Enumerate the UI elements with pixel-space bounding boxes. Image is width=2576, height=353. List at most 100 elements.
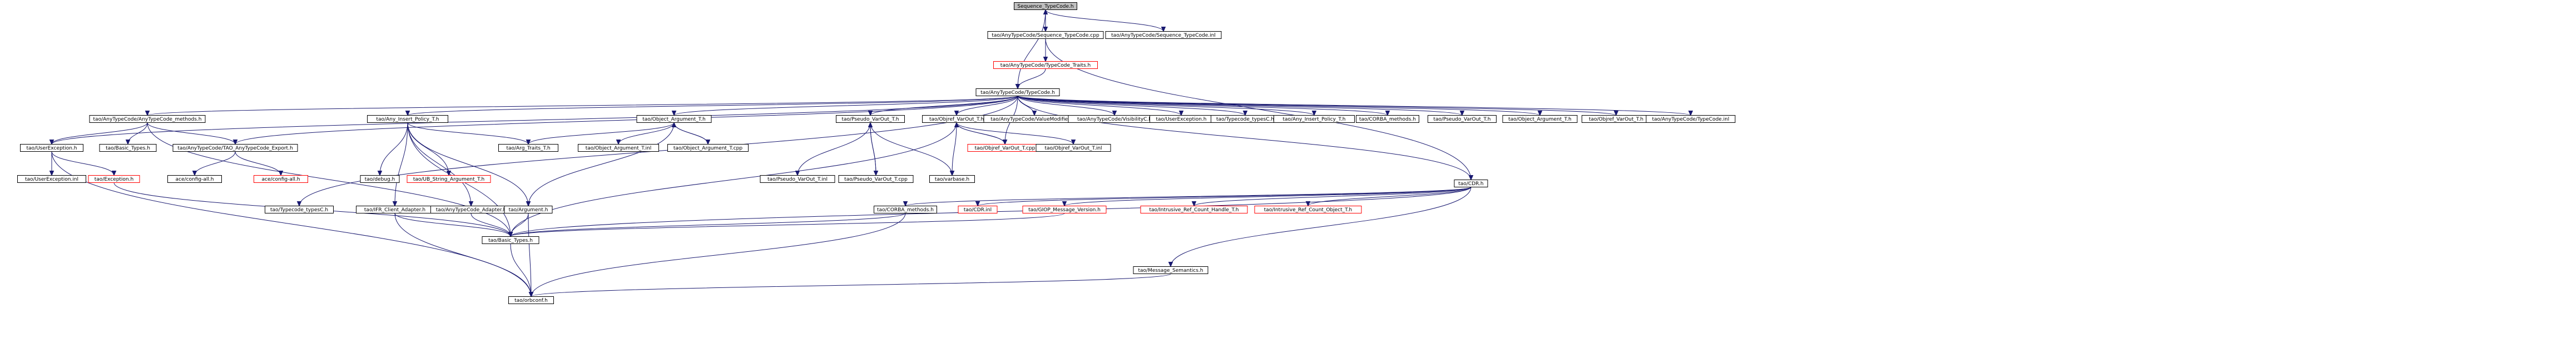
edge-arrowhead: [868, 111, 873, 116]
node-label: tao/Object_Argument_T.h: [642, 117, 706, 122]
node-tao-object-argument-t-cpp[interactable]: tao/Object_Argument_T.cpp: [667, 144, 749, 152]
node-tao-pseudo-varout-t-cpp[interactable]: tao/Pseudo_VarOut_T.cpp: [838, 175, 914, 183]
node-tao-anytypecode-visibilityc-h[interactable]: tao/AnyTypeCode/VisibilityC.h: [1068, 115, 1161, 123]
edge-pvo_h-to-varbase: [870, 122, 953, 176]
edge-tc_h-to-corbam1: [1017, 96, 1388, 116]
node-tao-ub-string-argument-t-h[interactable]: tao/UB_String_Argument_T.h: [407, 175, 491, 183]
node-tao-message-semantics-h[interactable]: tao/Message_Semantics.h: [1133, 266, 1208, 274]
node-tao-userexception-inl[interactable]: tao/UserException.inl: [17, 175, 86, 183]
node-box: [360, 175, 400, 183]
node-tao-anytypecode-tao-anytypecode-export-h[interactable]: tao/AnyTypeCode/TAO_AnyTypeCode_Export.h: [172, 144, 298, 152]
node-tao-basic-types-h[interactable]: tao/Basic_Types.h: [99, 144, 157, 152]
node-tao-anytypecode-typecode-inl[interactable]: tao/AnyTypeCode/TypeCode.inl: [1646, 115, 1736, 123]
node-label: tao/Pseudo_VarOut_T.inl: [767, 177, 828, 182]
edge-aip_h-to-argument: [407, 122, 529, 206]
edge-arrowhead: [1043, 57, 1048, 62]
edge-tc_h-to-tc_inl: [1017, 96, 1691, 116]
node-label: tao/CORBA_methods.h: [877, 207, 934, 213]
node-box: [167, 175, 222, 183]
node-ace-config-all-h[interactable]: ace/config-all.h: [167, 175, 222, 183]
edge-arrowhead: [1468, 175, 1474, 181]
edge-seq_h-to-seq_inl: [1045, 9, 1164, 32]
node-box: [1133, 266, 1208, 274]
node-label: tao/AnyTypeCode/Sequence_TypeCode.inl: [1111, 33, 1216, 38]
edge-arrowhead: [1305, 201, 1311, 207]
node-tao-anytypecode-typecode-traits-h[interactable]: tao/AnyTypeCode/TypeCode_Traits.h: [993, 61, 1098, 69]
node-tao-varbase-h[interactable]: tao/varbase.h: [929, 175, 975, 183]
node-tao-argument-h[interactable]: tao/Argument.h: [504, 206, 553, 213]
node-tao-corba-methods-h[interactable]: tao/CORBA_methods.h: [874, 206, 937, 213]
node-tao-orbconf-h[interactable]: tao/orbconf.h: [508, 296, 554, 304]
edge-cdr_h-to-irco: [1307, 187, 1472, 206]
node-tao-objref-varout-t-h[interactable]: tao/Objref_VarOut_T.h: [1582, 115, 1651, 123]
node-tao-any-insert-policy-t-h[interactable]: tao/Any_Insert_Policy_T.h: [1274, 115, 1355, 123]
edge-arrowhead: [125, 140, 131, 145]
node-tao-objref-varout-t-h[interactable]: tao/Objref_VarOut_T.h: [922, 115, 991, 123]
node-tao-anytypecode-sequence-typecode-inl[interactable]: tao/AnyTypeCode/Sequence_TypeCode.inl: [1105, 31, 1222, 39]
node-label: tao/CDR.h: [1458, 181, 1483, 187]
edge-arrowhead: [1537, 111, 1543, 116]
edge-arrowhead: [49, 171, 55, 176]
node-tao-corba-methods-h[interactable]: tao/CORBA_methods.h: [1356, 115, 1419, 123]
node-tao-intrusive-ref-count-handle-t-h[interactable]: tao/Intrusive_Ref_Count_Handle_T.h: [1140, 206, 1248, 213]
node-tao-cdr-h[interactable]: tao/CDR.h: [1454, 180, 1488, 187]
node-box: [1646, 115, 1736, 123]
node-tao-userexception-h[interactable]: tao/UserException.h: [20, 144, 83, 152]
edge-export-to-acecfg1: [194, 151, 236, 176]
node-tao-objref-varout-t-cpp[interactable]: tao/Objref_VarOut_T.cpp: [967, 144, 1043, 152]
node-box: [1140, 206, 1248, 213]
node-tao-object-argument-t-h[interactable]: tao/Object_Argument_T.h: [636, 115, 712, 123]
node-tao-arg-traits-t-h[interactable]: tao/Arg_Traits_T.h: [498, 144, 558, 152]
edge-msgsem-to-orbconf: [531, 274, 1171, 297]
edge-arrowhead: [1062, 201, 1067, 207]
node-tao-anytypecode-adapter-h[interactable]: tao/AnyTypeCode_Adapter.h: [430, 206, 512, 213]
edge-arrowhead: [49, 140, 55, 145]
node-box: [504, 206, 553, 213]
node-label: tao/Basic_Types.h: [488, 238, 533, 243]
node-tao-anytypecode-typecode-h[interactable]: tao/AnyTypeCode/TypeCode.h: [975, 88, 1060, 96]
node-tao-pseudo-varout-t-h[interactable]: tao/Pseudo_VarOut_T.h: [1428, 115, 1497, 123]
node-box: [929, 175, 975, 183]
edge-arrowhead: [903, 201, 908, 207]
node-tao-object-argument-t-h[interactable]: tao/Object_Argument_T.h: [1502, 115, 1578, 123]
node-tao-basic-types-h[interactable]: tao/Basic_Types.h: [482, 236, 539, 244]
node-tao-exception-h[interactable]: tao/Exception.h: [88, 175, 140, 183]
edge-tc_h-to-uexc1: [1017, 96, 1182, 116]
edge-methods-to-uexc2: [51, 122, 148, 145]
node-label: tao/Objref_VarOut_T.h: [1589, 117, 1643, 122]
node-tao-anytypecode-anytypecode-methods-h[interactable]: tao/AnyTypeCode/AnyTypeCode_methods.h: [89, 115, 206, 123]
edge-tc_h-to-export: [235, 96, 1018, 145]
node-ace-config-all-h[interactable]: ace/config-all.h: [254, 175, 308, 183]
edge-methods-to-export: [147, 122, 236, 145]
node-tao-any-insert-policy-t-h[interactable]: tao/Any_Insert_Policy_T.h: [367, 115, 448, 123]
node-tao-anytypecode-valuemodifierc-h[interactable]: tao/AnyTypeCode/ValueModifierC.h: [983, 115, 1086, 123]
node-tao-typecode-typesc-h[interactable]: tao/Typecode_typesC.h: [265, 206, 334, 213]
edge-aip_h-to-uib: [407, 122, 449, 176]
edge-traits-to-tc_h: [1017, 68, 1046, 89]
node-tao-cdr-inl[interactable]: tao/CDR.inl: [958, 206, 998, 213]
node-tao-userexception-h[interactable]: tao/UserException.h: [1150, 115, 1213, 123]
node-tao-anytypecode-sequence-typecode-cpp[interactable]: tao/AnyTypeCode/Sequence_TypeCode.cpp: [987, 31, 1104, 39]
node-label: tao/debug.h: [365, 177, 395, 182]
node-box: [1014, 2, 1077, 10]
node-label: tao/Objref_VarOut_T.cpp: [975, 146, 1036, 151]
edge-arrowhead: [1161, 27, 1166, 32]
node-tao-pseudo-varout-t-h[interactable]: tao/Pseudo_VarOut_T.h: [836, 115, 905, 123]
node-tao-intrusive-ref-count-object-t-h[interactable]: tao/Intrusive_Ref_Count_Object_T.h: [1254, 206, 1362, 213]
node-tao-giop-message-version-h[interactable]: tao/GIOP_Message_Version.h: [1022, 206, 1107, 213]
node-box: [17, 175, 86, 183]
node-tao-object-argument-t-inl[interactable]: tao/Object_Argument_T.inl: [578, 144, 659, 152]
node-label: tao/AnyTypeCode_Adapter.h: [436, 207, 506, 213]
node-tao-typecode-typesc-h[interactable]: tao/Typecode_typesC.h: [1211, 115, 1280, 123]
node-tao-debug-h[interactable]: tao/debug.h: [360, 175, 400, 183]
node-tao-pseudo-varout-t-inl[interactable]: tao/Pseudo_VarOut_T.inl: [760, 175, 835, 183]
node-box: [508, 296, 554, 304]
edge-arrowhead: [405, 111, 410, 116]
node-tao-ifr-client-adapter-h[interactable]: tao/IFR_Client_Adapter.h: [356, 206, 434, 213]
node-label: tao/Basic_Types.h: [106, 146, 150, 151]
node-box: [1022, 206, 1107, 213]
edge-cdr_h-to-giop: [1064, 187, 1472, 206]
node-box: [636, 115, 712, 123]
node-tao-objref-varout-t-inl[interactable]: tao/Objref_VarOut_T.inl: [1036, 144, 1111, 152]
node-label: tao/Objref_VarOut_T.h: [929, 117, 984, 122]
